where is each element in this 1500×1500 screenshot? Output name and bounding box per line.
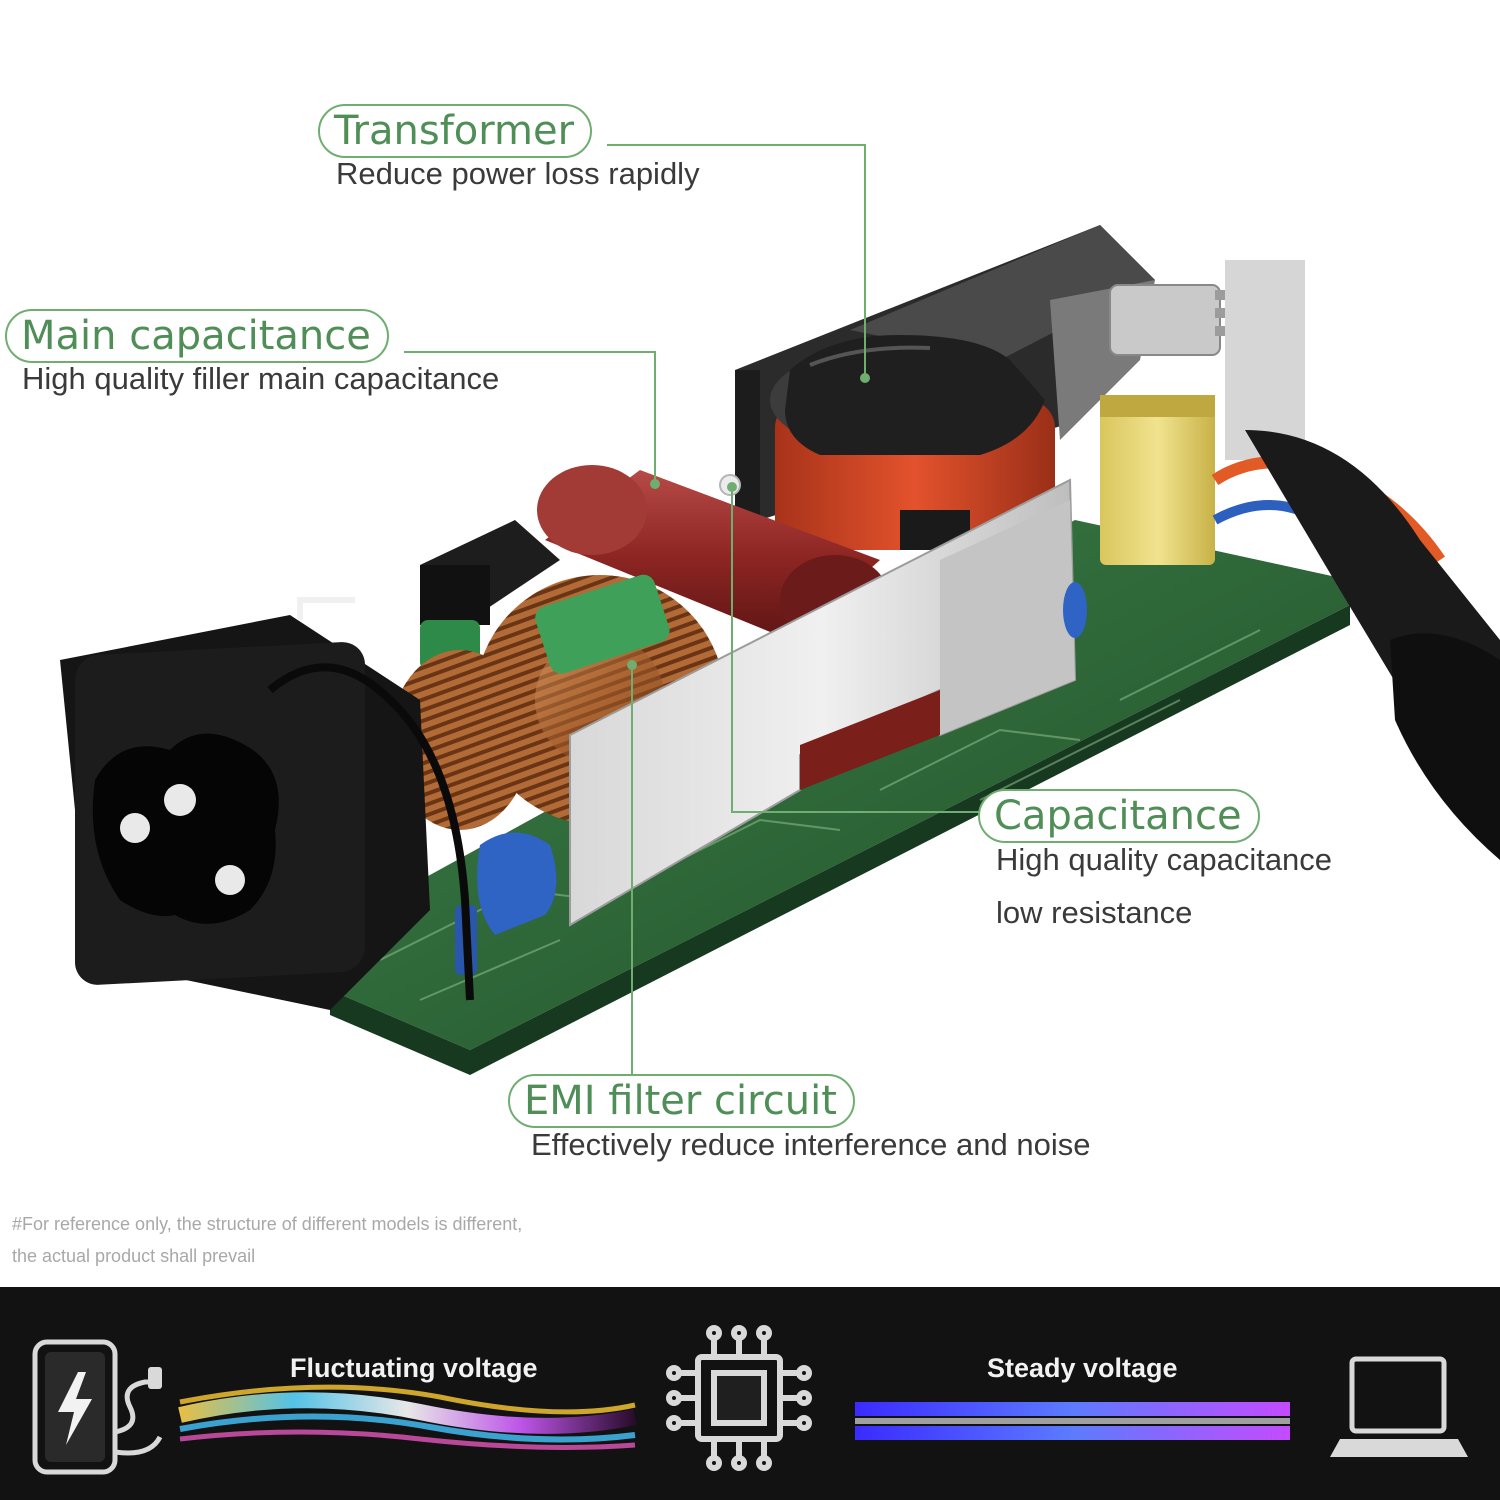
power-bank-icon [32,1339,163,1475]
capacitance-label: Capacitance [978,789,1260,843]
black-components [420,520,560,625]
fluctuating-voltage-wave [178,1384,637,1450]
steady-voltage-bars [855,1402,1290,1440]
chip-icon [666,1325,812,1471]
capacitance-description-line1: High quality capacitance [996,842,1333,877]
ac-socket [60,597,474,1010]
main-capacitance-label: Main capacitance [5,309,389,363]
yellow-capacitor [1100,395,1215,565]
transformer-label: Transformer [318,104,593,158]
output-connector [1109,260,1305,460]
capacitance-description-line2: low resistance [996,895,1193,930]
output-cable [1211,430,1500,860]
main-capacitance-leader [404,351,656,484]
transformer [770,335,1055,550]
emi-filter-description: Effectively reduce interference and nois… [531,1127,1091,1162]
fluctuating-voltage-label: Fluctuating voltage [290,1353,538,1383]
emi-filter-label: EMI filter circuit [508,1074,855,1128]
aluminum-shield [569,478,1077,927]
transformer-description: Reduce power loss rapidly [336,156,700,191]
transformer-leader [607,144,866,378]
disclaimer-line1: #For reference only, the structure of di… [12,1214,523,1234]
disclaimer-line2: the actual product shall prevail [12,1246,256,1266]
capacitance-leader [731,487,980,813]
callout-leaders [404,144,980,1075]
laptop-icon [1330,1356,1468,1457]
voltage-comparison-band: Fluctuating voltage Steady voltage [0,1287,1500,1500]
main-capacitance-description: High quality filler main capacitance [22,361,500,396]
steady-voltage-label: Steady voltage [987,1353,1178,1383]
